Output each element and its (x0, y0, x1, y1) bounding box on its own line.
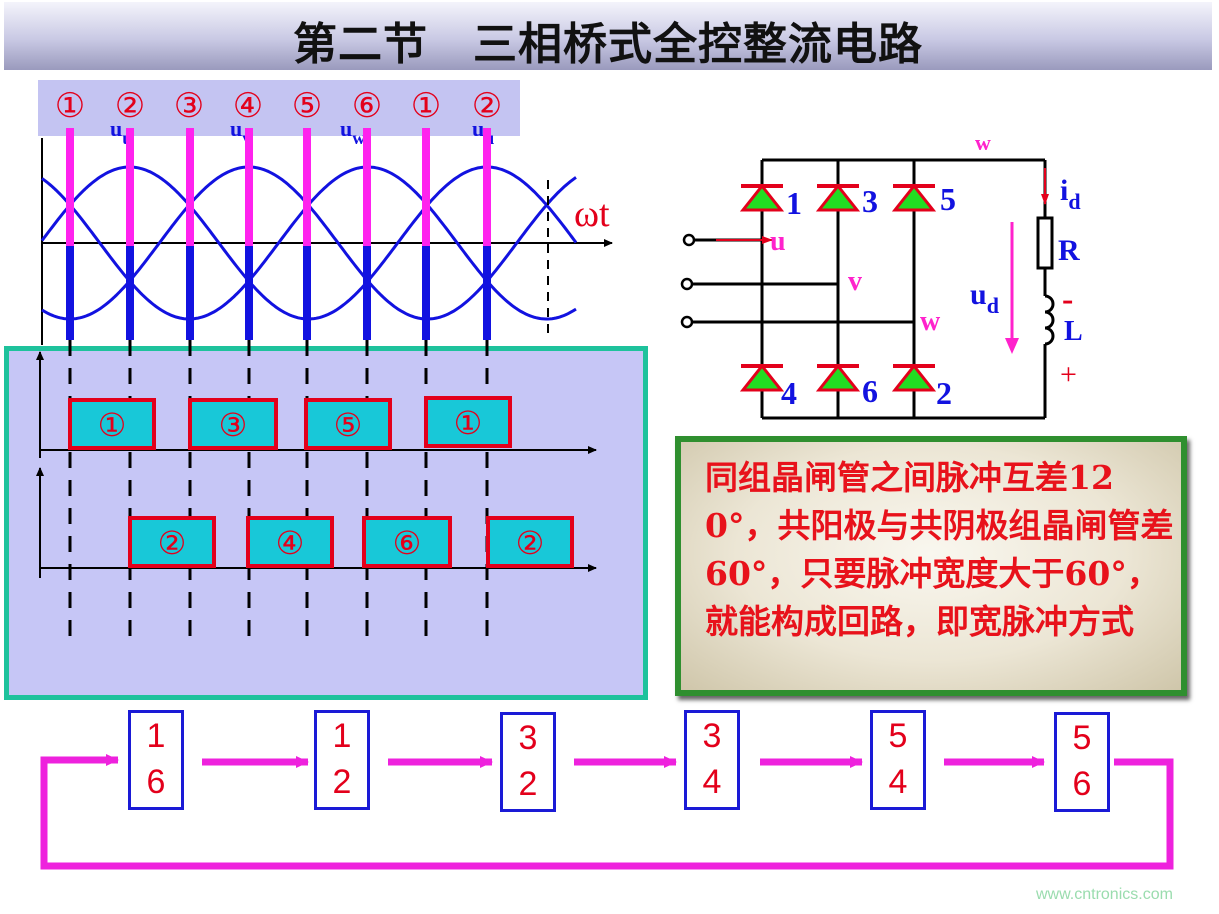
inductor-label: L (1064, 316, 1083, 347)
sequence-loop-arrow (40, 754, 1174, 870)
pulse-label: ① (98, 407, 127, 443)
pulse-box (188, 398, 278, 450)
circuit-top-mark: w (975, 130, 991, 155)
phase-marker: ① (54, 86, 86, 126)
phase-marker-strip (38, 80, 520, 136)
pair-top: 1 (146, 717, 166, 755)
page-title: 第二节 三相桥式全控整流电路 (293, 19, 923, 70)
pulse-label: ④ (276, 525, 305, 561)
thyristor-5 (891, 183, 937, 212)
thyristor-label: 1 (786, 185, 802, 221)
pulse-label: ⑥ (393, 525, 422, 561)
title-bar: 第二节 三相桥式全控整流电路 (4, 2, 1212, 70)
pair-top: 3 (702, 717, 722, 755)
inductor-plus: + (1060, 358, 1077, 391)
phase-marker: ② (471, 86, 503, 126)
inductor-minus: - (1062, 281, 1073, 318)
pulse-box (424, 396, 512, 448)
resistor-label: R (1058, 234, 1080, 267)
pulse-box (246, 516, 334, 568)
thyristor-label: 3 (862, 183, 878, 219)
pair-bottom: 2 (332, 763, 352, 801)
thyristor-label: 2 (936, 375, 952, 411)
pair-bottom: 4 (888, 763, 908, 801)
pulse-box (68, 398, 156, 450)
pulse-label: ② (516, 525, 545, 561)
phase-marker: ③ (173, 86, 205, 126)
inductor (1044, 294, 1055, 346)
pulse-label: ② (158, 525, 187, 561)
voltage-label: ud (970, 278, 999, 318)
pair-top: 5 (1072, 719, 1092, 757)
phase-label-w: w (920, 306, 941, 337)
watermark: www.cntronics.com (1036, 886, 1173, 903)
phase-label-u: u (770, 226, 786, 257)
input-terminal-w (680, 315, 694, 329)
pair-top: 1 (332, 717, 352, 755)
note-text: 同组晶闸管之间脉冲互差120°，共阳极与共阴极组晶闸管差60°，只要脉冲宽度大于… (705, 458, 1174, 641)
thyristor-1 (739, 183, 785, 212)
pair-top: 5 (888, 717, 908, 755)
pulse-box (486, 516, 574, 568)
series-label-uw: uw (340, 116, 365, 148)
pulse-box (362, 516, 452, 568)
phase-marker: ⑥ (351, 86, 383, 126)
phase-marker: ② (114, 86, 146, 126)
current-label: id (1060, 174, 1081, 214)
phase-marker: ⑤ (291, 86, 323, 126)
phase-label-v: v (848, 266, 862, 297)
thyristor-label: 6 (862, 373, 878, 409)
commutation-markers (66, 128, 491, 640)
pulse-label: ① (454, 405, 483, 441)
pulse-box (128, 516, 216, 568)
pulse-box (304, 398, 392, 450)
ud-arrowhead (1005, 338, 1019, 354)
explanation-note: 同组晶闸管之间脉冲互差120°，共阳极与共阴极组晶闸管差60°，只要脉冲宽度大于… (675, 436, 1187, 696)
pair-bottom: 6 (146, 763, 166, 801)
phase-marker: ④ (232, 86, 264, 126)
resistor (1036, 216, 1054, 270)
thyristor-6 (815, 363, 861, 392)
pulse-label: ⑤ (334, 407, 363, 443)
thyristor-2 (891, 363, 937, 392)
input-terminal-u (682, 233, 696, 247)
thyristor-3 (815, 183, 861, 212)
pair-top: 3 (518, 719, 538, 757)
pulse-label: ③ (219, 407, 248, 443)
pair-bottom: 6 (1072, 765, 1092, 803)
thyristor-label: 4 (781, 375, 797, 411)
pair-bottom: 2 (518, 765, 538, 803)
phase-marker: ① (410, 86, 442, 126)
wt-axis-label: ωt (574, 193, 610, 235)
pair-bottom: 4 (702, 763, 722, 801)
thyristor-label: 5 (940, 181, 956, 217)
input-terminal-v (680, 277, 694, 291)
thyristor-4 (739, 363, 785, 392)
